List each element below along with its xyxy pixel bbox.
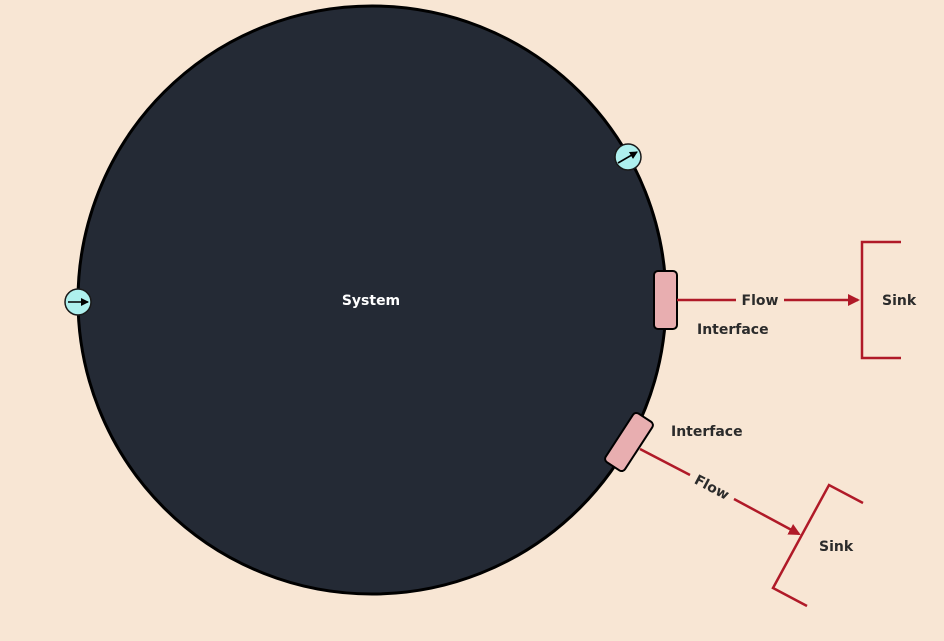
- flow-lower-right-label: Flow: [691, 472, 731, 503]
- system-node[interactable]: System: [76, 4, 668, 596]
- flow-right[interactable]: Flow: [677, 293, 860, 309]
- interface-right-label: Interface: [697, 322, 769, 338]
- port-upper-right[interactable]: [614, 143, 642, 171]
- arrow-up-right-port-icon: [617, 151, 638, 164]
- interface-right[interactable]: [653, 270, 678, 330]
- system-label: System: [342, 293, 400, 309]
- sink-right[interactable]: Sink: [860, 240, 917, 360]
- sink-lower-right[interactable]: Sink: [771, 483, 864, 608]
- flow-right-label: Flow: [742, 293, 779, 309]
- interface-lower-right-label: Interface: [671, 424, 743, 440]
- flow-lower-right[interactable]: Flow: [639, 447, 801, 536]
- port-left[interactable]: [64, 288, 92, 316]
- interface-lower-right[interactable]: [604, 411, 655, 473]
- sink-right-label: Sink: [882, 293, 917, 309]
- sink-lower-right-label: Sink: [819, 539, 854, 555]
